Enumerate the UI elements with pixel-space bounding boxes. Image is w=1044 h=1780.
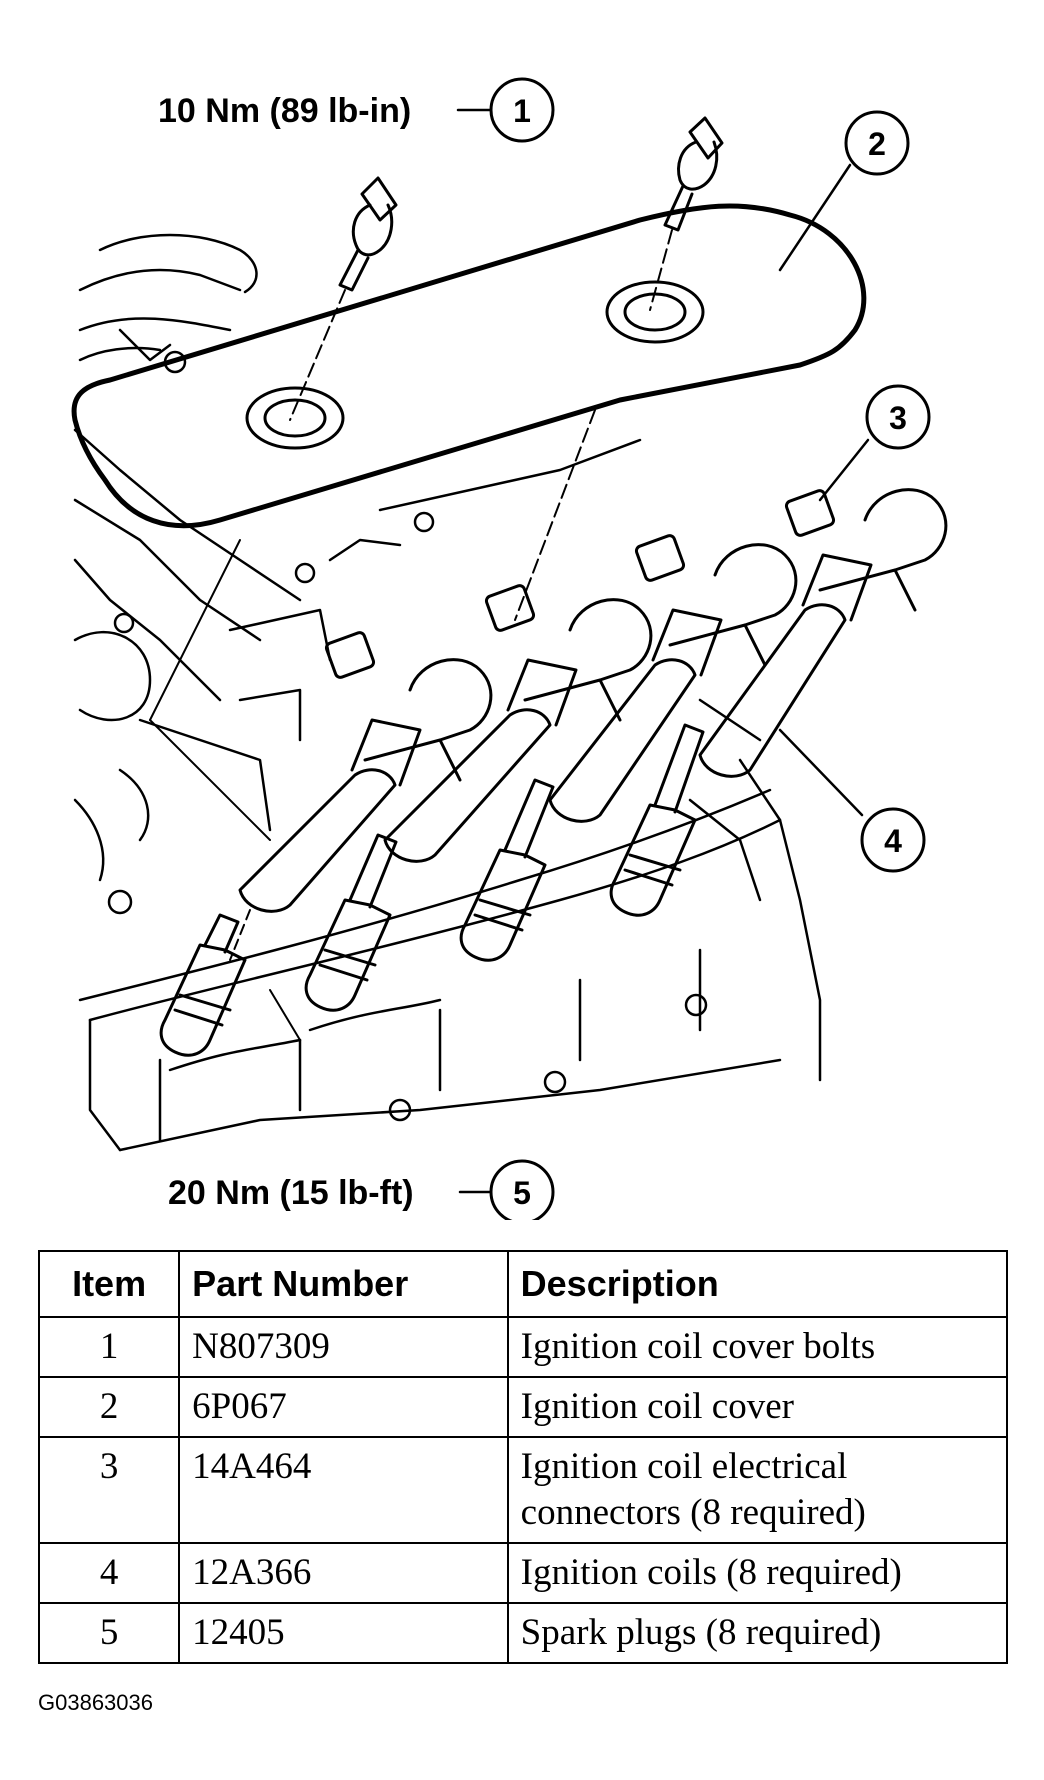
parts-table: Item Part Number Description 1 N807309 I… xyxy=(37,1250,1009,1664)
spark-plug-1 xyxy=(159,913,247,1057)
row-description: Ignition coil cover bolts xyxy=(506,1316,1009,1378)
engine-bolt-heads xyxy=(107,350,708,1122)
ignition-coil-exploded-diagram: 10 Nm (89 lb-in) 1 2 3 4 20 Nm (15 lb-ft… xyxy=(71,77,948,1220)
row-part-number: 6P067 xyxy=(178,1376,509,1438)
cover-bolt-left xyxy=(289,176,398,421)
callout-3-leader xyxy=(818,438,870,502)
callout-2-circle xyxy=(844,110,910,176)
callout-3-number: 3 xyxy=(889,400,907,436)
row-item: 5 xyxy=(37,1602,181,1664)
row-part-number: 14A464 xyxy=(178,1436,509,1544)
row-item: 4 xyxy=(37,1542,181,1604)
row-description: Ignition coil cover xyxy=(506,1376,1009,1438)
row-item: 1 xyxy=(37,1316,181,1378)
row-part-number: 12A366 xyxy=(178,1542,509,1604)
table-row: 3 14A464 Ignition coil electrical connec… xyxy=(37,1436,1009,1544)
header-item: Item xyxy=(37,1250,181,1318)
table-row: 2 6P067 Ignition coil cover xyxy=(37,1376,1009,1438)
ignition-coil-3 xyxy=(548,543,798,823)
figure-id: G03863036 xyxy=(38,1690,153,1715)
ignition-coil-2 xyxy=(383,598,653,863)
table-row: 4 12A366 Ignition coils (8 required) xyxy=(37,1542,1009,1604)
callout-2-leader xyxy=(778,163,852,272)
ignition-coil-4 xyxy=(698,488,948,778)
callout-5-circle xyxy=(489,1159,555,1220)
ignition-coil-1 xyxy=(238,658,493,913)
row-item: 2 xyxy=(37,1376,181,1438)
callout-1-circle xyxy=(489,77,555,143)
callout-2-number: 2 xyxy=(868,126,886,162)
ignition-coil-cover xyxy=(71,203,867,529)
row-description: Ignition coils (8 required) xyxy=(506,1542,1009,1604)
callout-4-circle xyxy=(860,807,926,873)
table-row: 5 12405 Spark plugs (8 required) xyxy=(37,1602,1009,1664)
spark-plug-3 xyxy=(459,778,555,962)
header-description: Description xyxy=(506,1250,1009,1318)
callout-3-circle xyxy=(865,384,931,450)
cover-bolt-right xyxy=(649,116,724,311)
callout-4-number: 4 xyxy=(884,823,902,859)
header-part-number: Part Number xyxy=(178,1250,509,1318)
spark-plug-4 xyxy=(609,723,705,917)
row-part-number: N807309 xyxy=(178,1316,509,1378)
engine-block-outline xyxy=(73,233,822,1152)
callout-4-leader xyxy=(778,728,864,817)
spark-plug-2 xyxy=(304,833,398,1012)
row-item: 3 xyxy=(37,1436,181,1544)
coil-electrical-connectors xyxy=(324,489,836,679)
leader-lines xyxy=(149,409,596,1041)
row-part-number: 12405 xyxy=(178,1602,509,1664)
parts-table-header-row: Item Part Number Description xyxy=(37,1250,1009,1318)
callout-1-torque: 10 Nm (89 lb-in) xyxy=(158,92,411,130)
row-description: Ignition coil electrical connectors (8 r… xyxy=(506,1436,1009,1544)
table-row: 1 N807309 Ignition coil cover bolts xyxy=(37,1316,1009,1378)
callout-5-number: 5 xyxy=(513,1175,531,1211)
callout-5-torque: 20 Nm (15 lb-ft) xyxy=(168,1174,414,1212)
callout-1-number: 1 xyxy=(513,93,531,129)
cover-bolt-holes xyxy=(245,280,705,450)
row-description: Spark plugs (8 required) xyxy=(506,1602,1009,1664)
